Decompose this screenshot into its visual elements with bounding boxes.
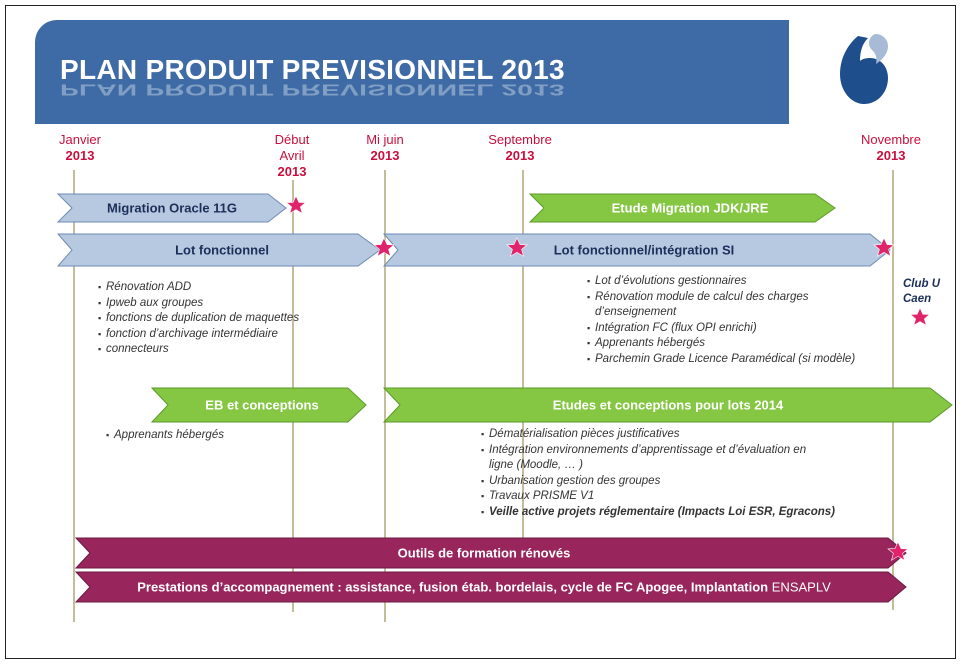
list-item-continuation: d’enseignement <box>595 306 677 319</box>
bar-outils-formation <box>74 537 907 569</box>
list-item: Parchemin Grade Licence Paramédical (si … <box>587 352 855 368</box>
bar-label-eb-conceptions: EB et conceptions <box>205 397 319 413</box>
bar-label-outils-formation: Outils de formation rénovés <box>397 545 571 561</box>
milestone-mi-juin: Mi juin 2013 <box>345 132 425 164</box>
star-icon <box>873 237 895 257</box>
timeline-line-janvier <box>73 170 75 622</box>
list-item: Lot d’évolutions gestionnaires <box>587 274 855 290</box>
bar-prestations <box>74 571 907 603</box>
page-title: PLAN PRODUIT PREVISIONNEL 2013 <box>60 54 565 85</box>
milestone-year: 2013 <box>65 148 95 163</box>
milestone-year: 2013 <box>505 148 535 163</box>
bar-label-prestations: Prestations d’accompagnement : assistanc… <box>137 580 831 595</box>
milestone-novembre: Novembre 2013 <box>851 132 931 164</box>
bar-label-lot-integration: Lot fonctionnel/intégration SI <box>553 242 735 258</box>
milestone-year: 2013 <box>277 164 307 179</box>
bar-etude-migration <box>528 193 836 223</box>
etudes-list: Dématérialisation pièces justificatives … <box>481 427 835 521</box>
star-icon <box>909 307 931 326</box>
club-line2: Caen <box>903 293 932 305</box>
list-item: Intégration FC (flux OPI enrichi) <box>587 321 855 337</box>
list-item: Intégration environnements d’apprentissa… <box>481 443 835 459</box>
list-item: Urbanisation gestion des groupes <box>481 474 835 490</box>
star-icon <box>373 237 395 257</box>
lot-fonctionnel-list: Rénovation ADD Ipweb aux groupes fonctio… <box>98 280 299 358</box>
milestone-label: Septembre <box>488 132 552 147</box>
milestone-label: Novembre <box>861 132 921 147</box>
list-item: Apprenants hébergés <box>587 336 855 352</box>
bar-migration-oracle <box>56 193 287 223</box>
club-line1: Club U <box>903 278 941 290</box>
bar-lot-fonctionnel <box>56 233 381 267</box>
list-item: Rénovation ADD <box>98 280 299 296</box>
milestone-debut-avril: Début Avril 2013 <box>252 132 332 180</box>
list-item-continuation: ligne (Moodle, … ) <box>489 459 583 472</box>
bar-etudes-2014 <box>382 387 953 423</box>
milestone-septembre: Septembre 2013 <box>480 132 560 164</box>
eb-list: Apprenants hébergés <box>106 428 224 444</box>
star-icon <box>887 541 909 561</box>
list-item: Dématérialisation pièces justificatives <box>481 427 835 443</box>
list-item: Veille active projets réglementaire (Imp… <box>481 505 835 521</box>
timeline-line-septembre <box>522 170 524 550</box>
bar-label-etude-migration: Etude Migration JDK/JRE <box>611 200 769 216</box>
title-banner: PLAN PRODUIT PREVISIONNEL 2013 PLAN PROD… <box>35 20 789 124</box>
timeline-line-juin <box>384 170 386 622</box>
list-item: fonctions de duplication de maquettes <box>98 311 299 327</box>
bar-label-etudes-2014: Etudes et conceptions pour lots 2014 <box>552 397 784 413</box>
list-item: connecteurs <box>98 342 299 358</box>
bar-eb-conceptions <box>150 387 367 423</box>
list-item: Apprenants hébergés <box>106 428 224 444</box>
prestations-suffix: ENSAPLV <box>771 579 831 595</box>
bar-label-lot-fonctionnel: Lot fonctionnel <box>175 242 269 258</box>
list-item: Ipweb aux groupes <box>98 296 299 312</box>
milestone-label: Mi juin <box>366 132 404 147</box>
list-item: Rénovation module de calcul des charges <box>587 290 855 306</box>
organization-logo <box>840 34 888 104</box>
milestone-label: Début Avril <box>274 132 310 163</box>
club-u-caen-label: Club U Caen <box>903 277 953 307</box>
star-icon <box>285 195 307 215</box>
milestone-janvier: Janvier 2013 <box>40 132 120 164</box>
prestations-text: Prestations d’accompagnement : assistanc… <box>137 579 769 595</box>
milestone-label: Janvier <box>59 132 101 147</box>
milestone-year: 2013 <box>876 148 906 163</box>
bar-lot-integration <box>382 233 891 267</box>
star-icon <box>506 237 528 257</box>
bar-label-migration-oracle: Migration Oracle 11G <box>106 200 238 216</box>
lot-integration-list: Lot d’évolutions gestionnaires Rénovatio… <box>587 274 855 368</box>
list-item: fonction d’archivage intermédiaire <box>98 327 299 343</box>
list-item: Travaux PRISME V1 <box>481 489 835 505</box>
milestone-year: 2013 <box>370 148 400 163</box>
